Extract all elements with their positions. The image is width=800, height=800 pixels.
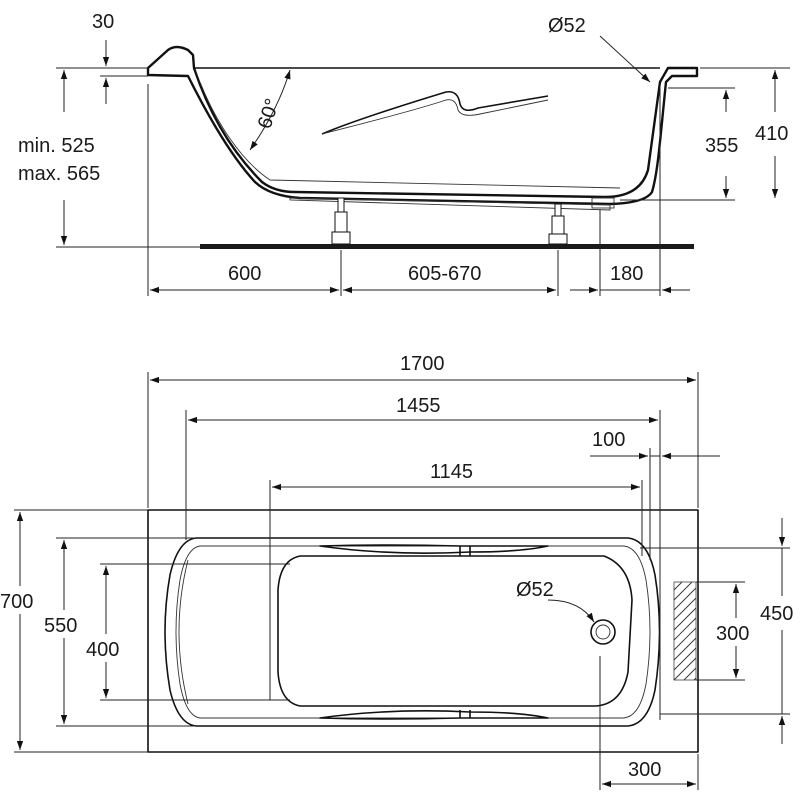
tub-outer-outline <box>147 509 699 753</box>
tub-side-outline <box>146 45 699 206</box>
dim-leg-to-drain: 180 <box>610 263 643 285</box>
drain-zone-hatch <box>673 581 697 681</box>
dim-rim-thickness: 30 <box>92 11 114 33</box>
armrest-inner-contour <box>321 99 549 135</box>
floor-line <box>200 244 694 249</box>
dim-drain-offset: 100 <box>592 429 625 451</box>
dim-angle: 60° <box>254 96 284 132</box>
dim-depth-total: 410 <box>755 123 788 145</box>
dim-height-min: min. 525 <box>18 135 95 157</box>
top-view: 1700 1455 100 1145 700 550 400 Ø52 300 <box>0 353 793 790</box>
support-leg-left <box>331 197 351 245</box>
dim-depth-inner: 355 <box>705 135 738 157</box>
dim-drain-zone-from-center: 450 <box>760 603 793 625</box>
tub-inner-basin <box>164 537 661 727</box>
armrest-contour <box>321 90 549 135</box>
dim-width-inner: 550 <box>44 615 77 637</box>
dim-height-max: max. 565 <box>18 163 100 185</box>
side-view: 30 min. 525 max. 565 60° Ø52 355 410 600… <box>18 11 790 296</box>
dim-drain-diameter-side: Ø52 <box>548 15 586 37</box>
tub-inner-basin-offset <box>175 545 651 719</box>
dim-length-total: 1700 <box>400 353 445 375</box>
armrest-bottom <box>319 710 549 720</box>
tub-inner-contour <box>199 81 621 189</box>
dim-width-bottom: 400 <box>86 639 119 661</box>
dim-drain-zone-height: 300 <box>716 623 749 645</box>
head-rest-contour <box>178 559 189 705</box>
dim-drain-zone-width: 300 <box>628 759 661 781</box>
drain-fitting <box>591 197 615 209</box>
dim-drain-diameter-top: Ø52 <box>516 579 554 601</box>
tub-bottom-plateau <box>277 555 633 707</box>
armrest-top <box>319 544 549 554</box>
dim-length-bottom: 1145 <box>430 461 473 483</box>
dim-leg-span: 605-670 <box>408 263 481 285</box>
drain-inner <box>595 624 611 640</box>
drain-outer <box>590 619 616 645</box>
support-frame <box>289 197 611 211</box>
dim-width-total: 700 <box>0 591 33 613</box>
dim-head-to-leg: 600 <box>228 263 261 285</box>
support-leg-right <box>548 203 568 245</box>
dim-length-inner: 1455 <box>396 395 441 417</box>
